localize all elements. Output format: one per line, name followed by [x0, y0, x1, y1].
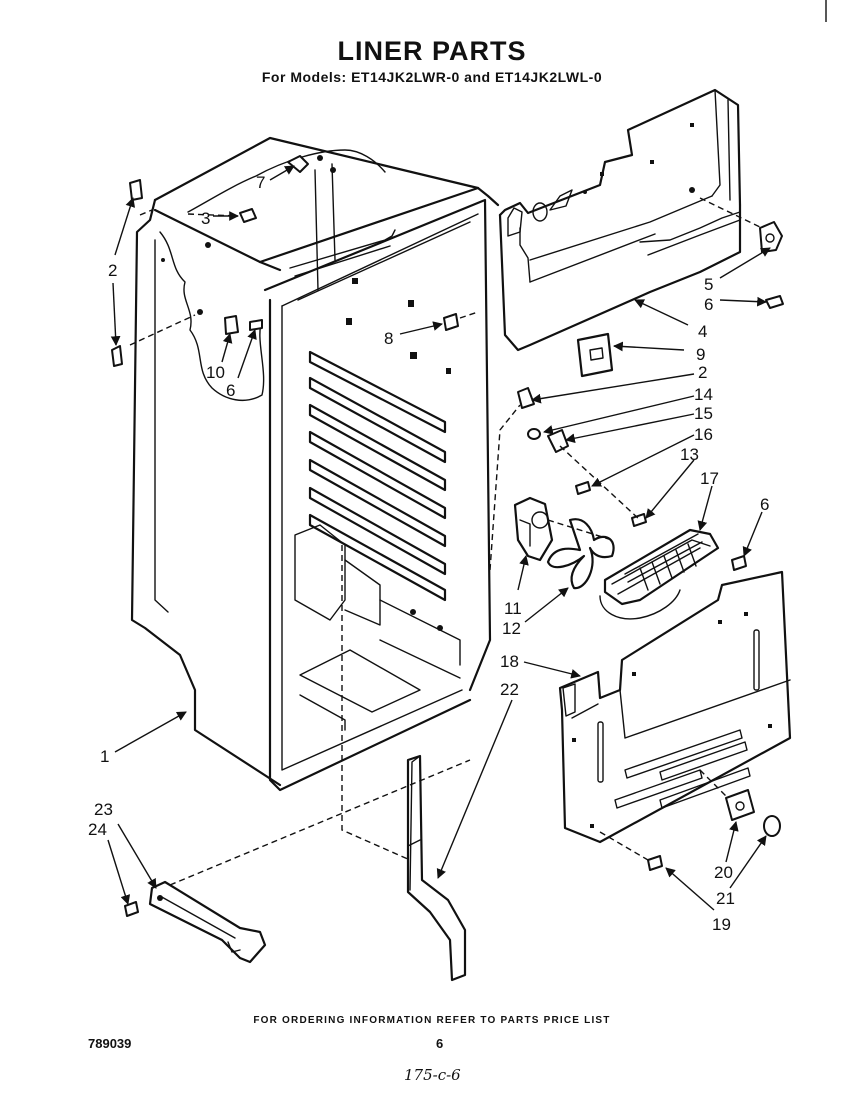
callout-17: 17: [700, 469, 719, 488]
callout-6-left: 6: [226, 381, 235, 400]
drain-trough: [406, 754, 467, 982]
fan-motor-assembly: [513, 428, 747, 620]
callout-13: 13: [680, 445, 699, 464]
clip-right: [517, 387, 535, 409]
shelf-rails: [308, 350, 447, 602]
callout-15: 15: [694, 404, 713, 423]
callout-21: 21: [716, 889, 735, 908]
clip-left-bottom: [111, 345, 123, 367]
callout-19: 19: [712, 915, 731, 934]
callout-23: 23: [94, 800, 113, 819]
page-title: LINER PARTS: [337, 36, 527, 66]
callout-14: 14: [694, 385, 713, 404]
callout-5: 5: [704, 275, 713, 294]
callout-24: 24: [88, 820, 107, 839]
callout-4: 4: [698, 322, 707, 341]
ordering-note: FOR ORDERING INFORMATION REFER TO PARTS …: [253, 1015, 611, 1026]
callout-2-right: 2: [698, 363, 707, 382]
callout-10: 10: [206, 363, 225, 382]
callout-22: 22: [500, 680, 519, 699]
duct-panel: [498, 88, 784, 352]
callout-2-left: 2: [108, 261, 117, 280]
callout-12: 12: [502, 619, 521, 638]
callout-1: 1: [100, 747, 109, 766]
callout-11: 11: [504, 599, 522, 618]
callout-20: 20: [714, 863, 733, 882]
callout-labels: 1 2 2 3 4 5 6 6 6 7 8 9 10 11 12 13 14 1…: [88, 173, 769, 934]
page-number: 6: [436, 1036, 444, 1051]
liner-cabinet: [129, 136, 500, 792]
callout-7: 7: [256, 173, 265, 192]
callout-6-right: 6: [760, 495, 769, 514]
callout-8: 8: [384, 329, 393, 348]
callout-6-top: 6: [704, 295, 713, 314]
page-subtitle: For Models: ET14JK2LWR-0 and ET14JK2LWL-…: [261, 69, 603, 85]
handwritten-note: 175-c-6: [404, 1066, 461, 1084]
evaporator-cover: [558, 570, 792, 871]
document-number: 789039: [88, 1036, 132, 1051]
toe-grille-bracket: [124, 880, 267, 964]
callout-9: 9: [696, 345, 705, 364]
clip-left-top: [129, 179, 143, 201]
callout-18: 18: [500, 652, 519, 671]
callout-leaders: [107, 165, 771, 911]
callout-16: 16: [694, 425, 713, 444]
callout-3: 3: [201, 209, 210, 228]
label-plate: [576, 332, 614, 378]
